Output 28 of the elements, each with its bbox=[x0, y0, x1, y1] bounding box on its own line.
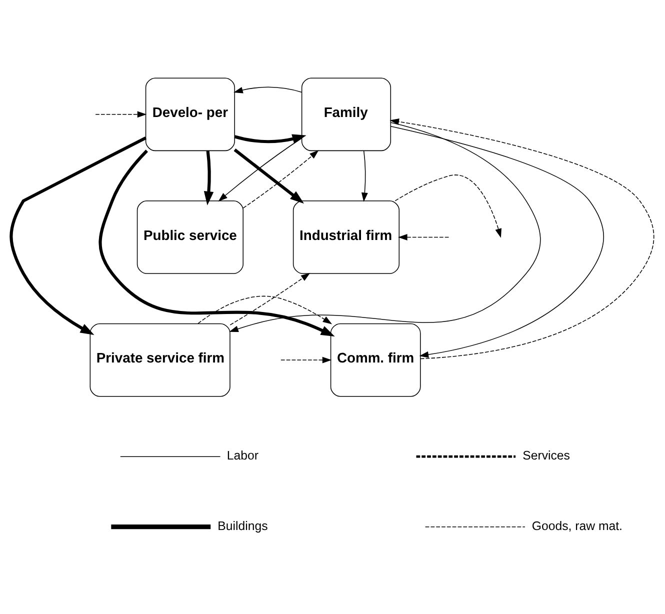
arrow bbox=[361, 150, 368, 202]
node-box: Develo- per bbox=[145, 77, 235, 151]
arrow bbox=[234, 148, 304, 204]
node-box: Comm. firm bbox=[330, 322, 421, 396]
arrow bbox=[398, 233, 450, 240]
arrow bbox=[280, 356, 332, 363]
legend-label: Labor bbox=[226, 448, 259, 462]
arrow bbox=[234, 134, 306, 144]
arrow bbox=[198, 295, 332, 324]
arrow bbox=[390, 125, 604, 358]
arrow bbox=[98, 149, 335, 336]
legend-label: Services bbox=[522, 448, 570, 462]
arrow bbox=[390, 118, 654, 359]
node-box: Family bbox=[301, 77, 392, 151]
arrow bbox=[234, 86, 302, 93]
arrow bbox=[394, 174, 502, 238]
arrow bbox=[230, 272, 310, 325]
arrow bbox=[204, 150, 214, 205]
arrow bbox=[218, 137, 302, 201]
node-box: Industrial firm bbox=[292, 200, 400, 274]
legend-label: Buildings bbox=[218, 518, 268, 532]
legend-label: Goods, raw mat. bbox=[532, 518, 622, 532]
node-box: Public service bbox=[136, 200, 244, 274]
arrow bbox=[10, 136, 146, 335]
arrow bbox=[95, 110, 147, 118]
arrow bbox=[229, 122, 541, 332]
node-box: Private service firm bbox=[90, 322, 230, 396]
arrow bbox=[242, 150, 319, 208]
